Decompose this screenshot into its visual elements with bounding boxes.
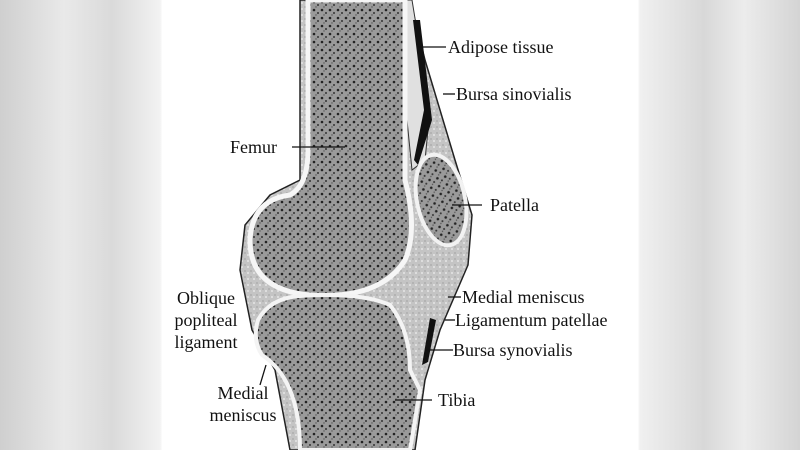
leader-lines [259, 46, 482, 401]
label-line: Medial [217, 383, 269, 403]
label-tibia: Tibia [438, 390, 476, 410]
femur-bone [247, 0, 414, 299]
label-oblique-popliteal-ligament: Oblique popliteal ligament [160, 287, 252, 353]
label-medial-meniscus-left: Medial meniscus [198, 382, 288, 426]
label-bursa-synovialis: Bursa synovialis [453, 340, 573, 360]
label-line: Oblique [177, 288, 235, 308]
tibia-bone [253, 293, 423, 450]
label-patella: Patella [490, 195, 539, 215]
bursa-sinovialis-region [413, 20, 432, 165]
patella-bone [413, 152, 469, 248]
label-bursa-sinovialis: Bursa sinovialis [456, 84, 572, 104]
bursa-synovialis-region [422, 318, 436, 365]
label-line: ligament [174, 332, 238, 352]
label-adipose-tissue: Adipose tissue [448, 37, 554, 57]
label-line: meniscus [209, 405, 277, 425]
label-femur: Femur [230, 137, 277, 157]
label-ligamentum-patellae: Ligamentum patellae [455, 310, 608, 330]
label-line: popliteal [174, 310, 238, 330]
label-medial-meniscus-right: Medial meniscus [462, 287, 585, 307]
